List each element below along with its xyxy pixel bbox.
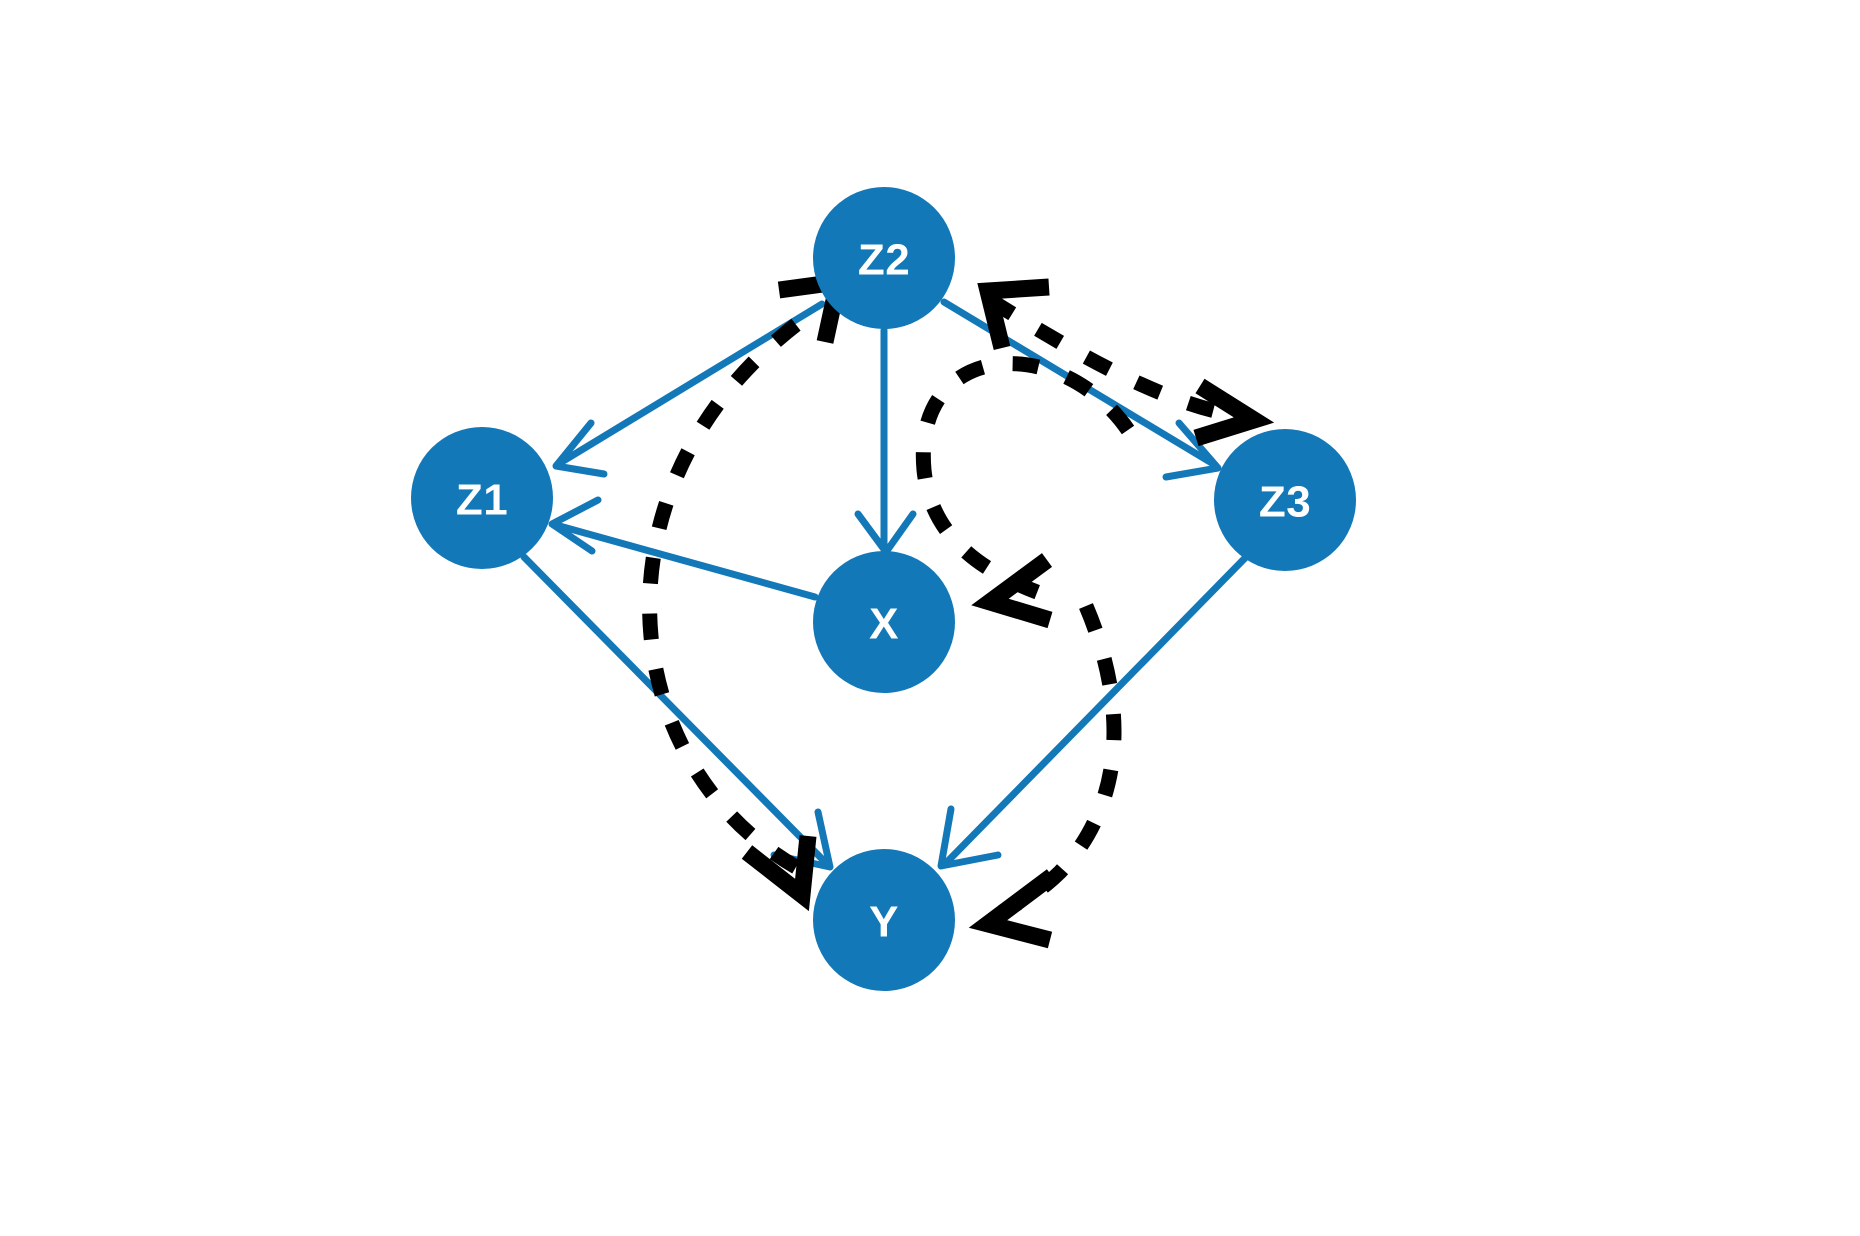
node-z1-circle[interactable] <box>411 427 553 569</box>
edge-z2-to-z3-dashed <box>977 278 1275 447</box>
arrowhead-z3-y <box>937 805 1002 870</box>
edge-z1-to-y <box>520 553 834 871</box>
node-y-circle[interactable] <box>813 849 955 991</box>
node-z2[interactable]: Z2 <box>813 187 955 329</box>
arrowhead-x-z1 <box>548 496 602 555</box>
arrowhead-y-z2-at-y <box>741 835 817 912</box>
node-z3-label: Z3 <box>1259 478 1311 527</box>
node-z3-circle[interactable] <box>1214 429 1356 571</box>
node-x-label: X <box>869 600 899 649</box>
edge-z3-to-x-dashed <box>915 356 1135 629</box>
arrowhead-z2-z1 <box>552 419 608 478</box>
node-y-label: Y <box>869 898 899 947</box>
edge-x-to-z1 <box>548 496 819 601</box>
node-z1[interactable]: Z1 <box>411 427 553 569</box>
edge-z3-to-y <box>937 553 1250 870</box>
edge-line-z3-y <box>998 603 1122 919</box>
node-layer: Z2 Z1 Z3 X Y <box>411 187 1356 991</box>
arrowhead-z2-z3-at-z2 <box>977 278 1050 351</box>
edge-y-to-z2-dashed <box>642 271 849 912</box>
edge-line-x-z1 <box>552 521 819 601</box>
node-y[interactable]: Y <box>813 849 955 991</box>
node-z3[interactable]: Z3 <box>1214 429 1356 571</box>
edge-line-z3-y <box>943 553 1250 866</box>
node-z1-label: Z1 <box>456 476 508 525</box>
node-x[interactable]: X <box>813 551 955 693</box>
arrowhead-z2-z3-at-z3 <box>1193 378 1275 447</box>
arrowhead-z3-x <box>971 553 1053 629</box>
edge-line-z2-z3-dash <box>986 293 1240 424</box>
edge-line-z1-y <box>520 553 830 867</box>
edge-z3-to-y-dashed <box>968 603 1122 949</box>
arrowhead-z3-y <box>968 869 1058 949</box>
node-x-circle[interactable] <box>813 551 955 693</box>
node-z2-circle[interactable] <box>813 187 955 329</box>
arrowhead-z2-z3 <box>1162 419 1222 481</box>
node-z2-label: Z2 <box>858 236 910 285</box>
edge-z2-to-x <box>854 326 917 556</box>
